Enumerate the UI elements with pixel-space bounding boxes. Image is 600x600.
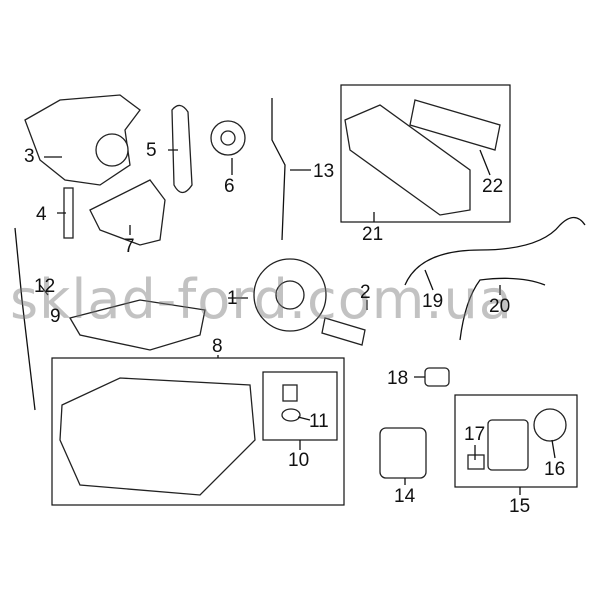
oil-pan-part (59, 377, 256, 496)
pump-gear (95, 133, 129, 167)
seal-ring-part (533, 408, 567, 442)
callout-6: 6 (224, 176, 235, 197)
callout-3: 3 (24, 146, 35, 167)
intake-manifold-part (344, 104, 471, 216)
callout-5: 5 (146, 140, 157, 161)
manifold-gasket-part (409, 99, 501, 151)
callout-16: 16 (544, 459, 566, 480)
callout-22: 22 (482, 176, 504, 197)
dipstick-tube-part (271, 98, 286, 241)
callout-15: 15 (509, 496, 531, 517)
callout-1: 1 (227, 288, 238, 309)
callout-19: 19 (422, 291, 444, 312)
callout-10: 10 (288, 450, 310, 471)
callout-7: 7 (124, 236, 135, 257)
callout-4: 4 (36, 204, 47, 225)
oil-cooler-part (487, 419, 529, 471)
oil-pressure-sensor-part (424, 367, 450, 387)
chain-guide-part (89, 179, 166, 246)
cooler-bolt-part (467, 454, 485, 470)
callout-18: 18 (387, 368, 409, 389)
callout-9: 9 (50, 306, 61, 327)
callout-21: 21 (362, 224, 384, 245)
breather-hose-19-part (404, 216, 586, 286)
watermark: sklad-ford.com.ua (10, 268, 513, 331)
callout-12: 12 (34, 276, 56, 297)
group-box-15 (454, 394, 578, 488)
timing-chain-part (171, 104, 193, 194)
group-box-21 (340, 84, 511, 223)
callout-11: 11 (309, 411, 329, 432)
oil-filter-part (379, 427, 427, 479)
drain-washer-part (281, 408, 301, 422)
dipstick-part (14, 227, 36, 411)
drain-plug-part (282, 384, 298, 402)
callout-17: 17 (464, 424, 486, 445)
callout-13: 13 (313, 161, 335, 182)
callout-14: 14 (394, 486, 416, 507)
callout-20: 20 (489, 296, 511, 317)
oil-baffle-part (69, 299, 206, 351)
breather-hose-20-part (459, 277, 546, 341)
pulley-bolt-part (321, 317, 366, 346)
callout-8: 8 (212, 336, 223, 357)
group-box-8 (51, 357, 345, 506)
callout-2: 2 (360, 282, 371, 303)
